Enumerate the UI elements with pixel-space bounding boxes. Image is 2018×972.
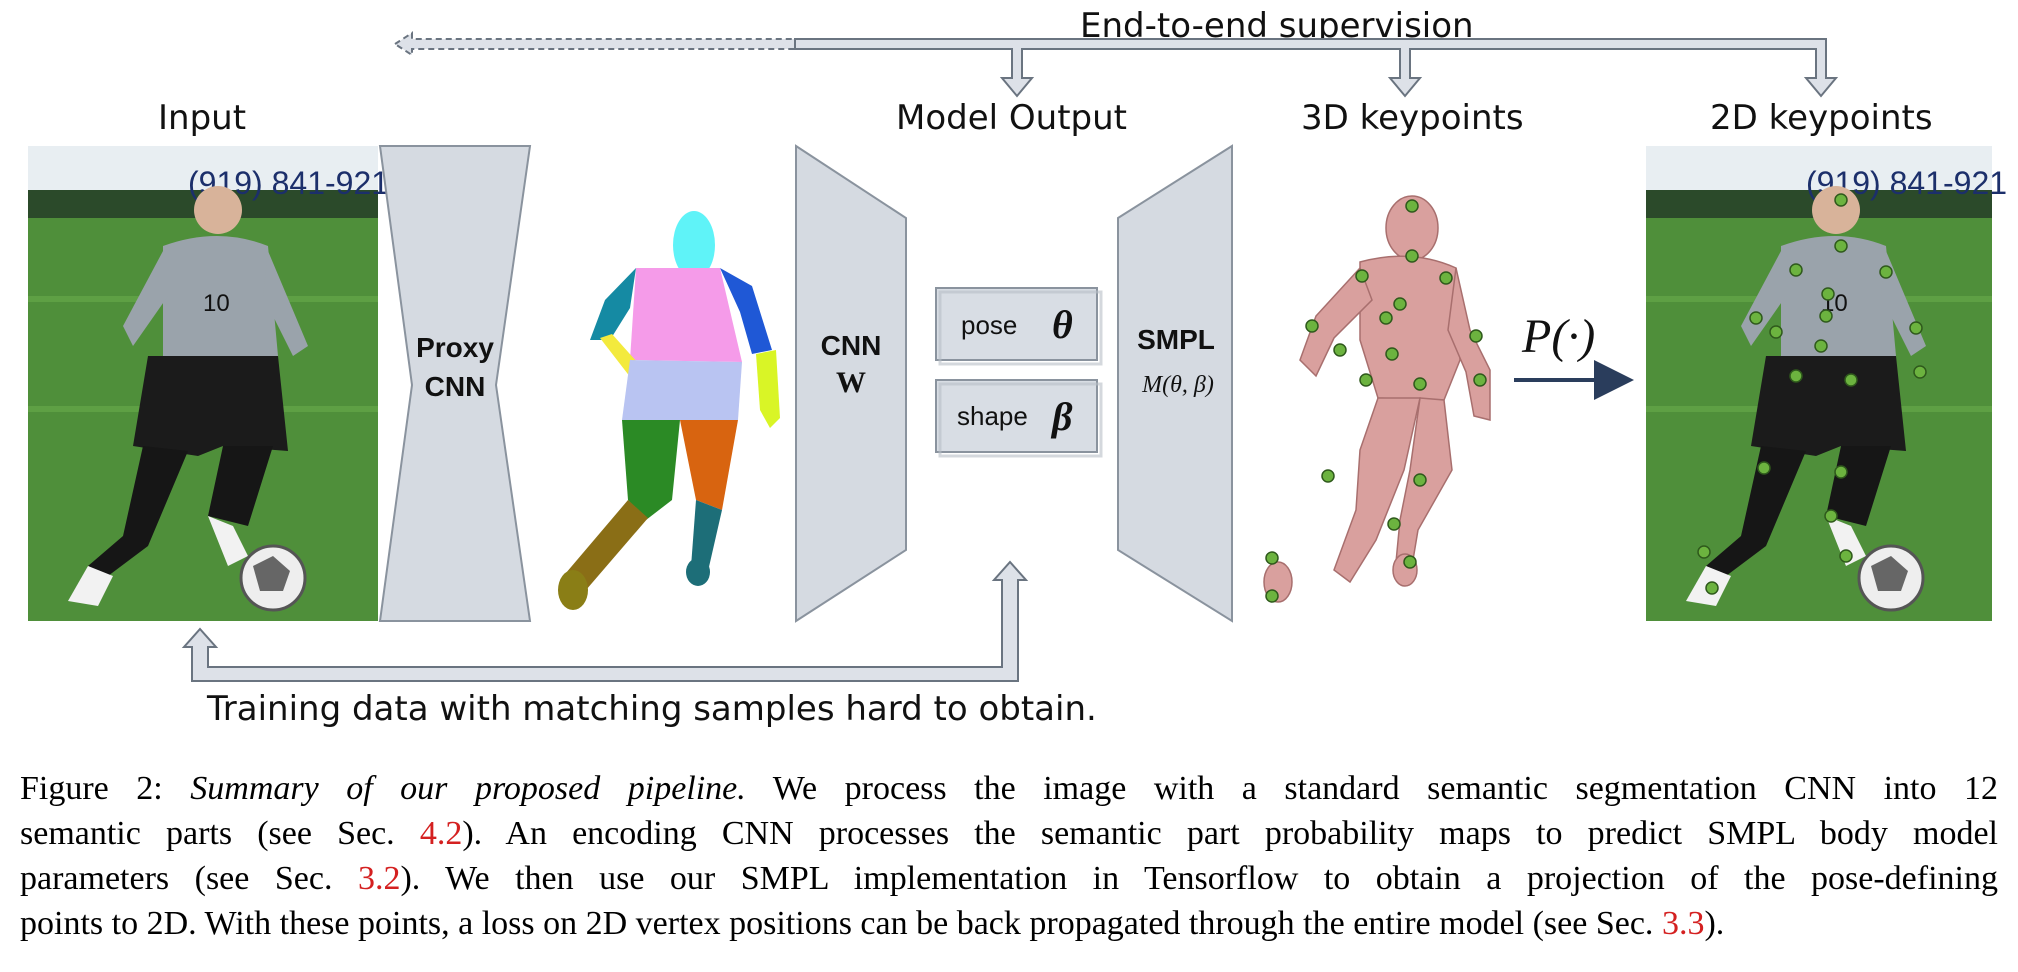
caption-line-1: Figure 2: Summary of our proposed pipeli… <box>20 766 1998 811</box>
top-supervision-label: End-to-end supervision <box>1080 6 1474 46</box>
caption-line-2: semantic parts (see Sec. 4.2). An encodi… <box>20 811 1998 856</box>
cnn-weight-symbol: W <box>836 366 866 399</box>
shape-symbol: β <box>1050 394 1073 439</box>
pose-box <box>935 287 1098 361</box>
smpl-block <box>1117 144 1233 623</box>
input-label: Input <box>158 98 247 138</box>
smpl-label: SMPL <box>1137 324 1215 355</box>
caption-ref-sec-3-2[interactable]: 3.2 <box>357 860 401 897</box>
3d-keypoint-dots <box>1265 199 1487 603</box>
pipeline-figure: End-to-end supervision Input Model Outpu… <box>28 6 2007 729</box>
projection-label: P(·) <box>1521 310 1595 363</box>
caption-line1-text: We process the image with a standard sem… <box>745 770 1999 807</box>
caption-line3-text-b: ). We then use our SMPL implementation i… <box>400 860 1998 897</box>
cnn-label: CNN <box>821 330 882 361</box>
input-jersey-number: 10 <box>203 290 230 317</box>
caption-line-3: parameters (see Sec. 3.2). We then use o… <box>20 856 1998 901</box>
shape-label: shape <box>957 401 1028 431</box>
pose-symbol: θ <box>1052 302 1073 347</box>
smpl-formula: M(θ, β) <box>1141 372 1214 398</box>
training-data-arrow <box>181 560 1029 682</box>
bottom-training-data-label: Training data with matching samples hard… <box>207 689 1097 729</box>
proxy-cnn-label-line1: Proxy <box>416 332 494 363</box>
input-photo-art: (919) 841-921 10 <box>28 146 389 621</box>
caption-figure-number: Figure 2: <box>20 770 191 807</box>
caption-title: Summary of our proposed pipeline. <box>190 770 746 807</box>
3d-body-mesh <box>1263 195 1491 603</box>
caption-line4-text-a: points to 2D. With these points, a loss … <box>20 905 1662 942</box>
pipeline-diagram: Proxy CNN CNN W pose θ <box>181 31 1839 682</box>
caption-line3-text-a: parameters (see Sec. <box>20 860 358 897</box>
caption-line2-text-b: ). An encoding CNN processes the semanti… <box>462 815 1998 852</box>
output-photo-art: (919) 841-921 10 <box>1646 146 2007 621</box>
caption-ref-sec-3-3[interactable]: 3.3 <box>1661 905 1705 942</box>
pose-label: pose <box>961 310 1017 340</box>
output-photo-2d-keypoints: (919) 841-921 10 <box>1646 146 2007 621</box>
keypoints2d-label: 2D keypoints <box>1710 98 1933 138</box>
proxy-cnn-label-line2: CNN <box>425 371 486 402</box>
model-output-label: Model Output <box>896 98 1127 138</box>
end-to-end-supervision-arrow <box>393 31 1839 98</box>
caption-ref-sec-4-2[interactable]: 4.2 <box>419 815 463 852</box>
caption-line-4: points to 2D. With these points, a loss … <box>20 901 1998 946</box>
proxy-cnn-block <box>378 145 532 622</box>
figure-caption: Figure 2: Summary of our proposed pipeli… <box>20 766 1998 946</box>
2d-keypoint-dots <box>1697 193 1927 595</box>
keypoints3d-label: 3D keypoints <box>1301 98 1524 138</box>
caption-line2-text-a: semantic parts (see Sec. <box>20 815 420 852</box>
input-photo: (919) 841-921 10 <box>28 146 389 621</box>
cnn-w-block <box>795 144 907 623</box>
semantic-segmentation-figure <box>558 211 780 610</box>
shape-box <box>935 379 1098 453</box>
caption-line4-text-b: ). <box>1704 905 1725 942</box>
